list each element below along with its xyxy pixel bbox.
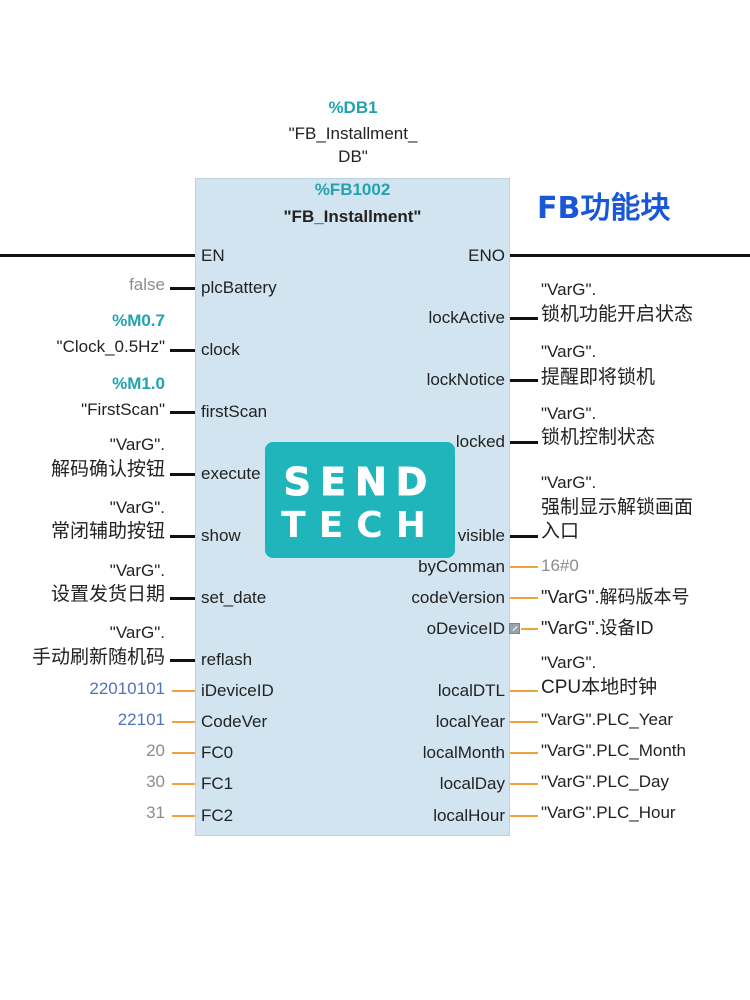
- wire-firstscan: [170, 411, 195, 414]
- operand-lockactive-db[interactable]: "VarG".: [541, 280, 597, 299]
- pin-codever: CodeVer: [201, 712, 268, 731]
- wire-localday: [510, 783, 538, 785]
- pin-localhour: localHour: [433, 806, 505, 825]
- operand-visible-member-line2[interactable]: 入口: [541, 521, 580, 542]
- wire-localhour: [510, 815, 538, 817]
- pin-codeversion: codeVersion: [411, 588, 505, 607]
- pin-localday: localDay: [439, 774, 505, 793]
- wire-localmonth: [510, 752, 538, 754]
- fb-name: "FB_Installment": [283, 207, 422, 226]
- logo-line1: SEND: [283, 460, 437, 505]
- pin-show: show: [201, 526, 241, 545]
- operand-localhour[interactable]: "VarG".PLC_Hour: [541, 803, 676, 822]
- pin-clock: clock: [201, 340, 240, 359]
- operand-lockactive-member[interactable]: 锁机功能开启状态: [541, 304, 694, 325]
- instance-db-address[interactable]: %DB1: [328, 98, 378, 117]
- wire-bycomman: [510, 566, 538, 568]
- operand-reflash-member[interactable]: 手动刷新随机码: [31, 647, 165, 668]
- pin-plcbattery: plcBattery: [201, 278, 277, 297]
- wire-show: [170, 535, 195, 538]
- operand-ideviceid[interactable]: 22010101: [89, 679, 165, 698]
- watermark-logo: SEND TECH: [265, 442, 455, 558]
- operand-odeviceid[interactable]: "VarG".设备ID: [541, 618, 654, 638]
- wire-ideviceid: [172, 690, 195, 692]
- operand-codeversion[interactable]: "VarG".解码版本号: [541, 587, 690, 607]
- operand-localmonth[interactable]: "VarG".PLC_Month: [541, 741, 686, 760]
- fb-address: %FB1002: [314, 180, 391, 199]
- wire-locked: [510, 441, 538, 444]
- operand-show-db[interactable]: "VarG".: [109, 498, 165, 517]
- operand-clock[interactable]: "Clock_0.5Hz": [56, 337, 165, 356]
- pin-locked: locked: [455, 432, 505, 451]
- pin-bycomman: byComman: [418, 557, 505, 576]
- instance-db-name-line1[interactable]: "FB_Installment_: [288, 124, 418, 143]
- operand-execute-db[interactable]: "VarG".: [109, 435, 165, 454]
- logo-line2: TECH: [281, 505, 439, 546]
- pin-lockactive: lockActive: [428, 308, 505, 327]
- pin-ideviceid: iDeviceID: [201, 681, 274, 700]
- pin-localdtl: localDTL: [437, 681, 505, 700]
- operand-set-date-db[interactable]: "VarG".: [109, 561, 165, 580]
- power-rail-right: [510, 254, 750, 257]
- pin-visible: visible: [457, 526, 505, 545]
- wire-set-date: [170, 597, 195, 600]
- operand-localdtl-db[interactable]: "VarG".: [541, 653, 597, 672]
- pin-set-date: set_date: [201, 588, 267, 607]
- pin-execute: execute: [201, 464, 261, 483]
- wire-reflash: [170, 659, 195, 662]
- wire-localyear: [510, 721, 538, 723]
- wire-execute: [170, 473, 195, 476]
- operand-codever[interactable]: 22101: [117, 710, 165, 729]
- wire-locknotice: [510, 379, 538, 382]
- operand-bycomman[interactable]: 16#0: [541, 556, 579, 575]
- wire-codeversion: [510, 597, 538, 599]
- power-rail-left: [0, 254, 195, 257]
- wire-clock: [170, 349, 195, 352]
- address-firstscan: %M1.0: [112, 374, 165, 393]
- operand-localday[interactable]: "VarG".PLC_Day: [541, 772, 669, 791]
- operand-localdtl-member[interactable]: CPU本地时钟: [541, 677, 658, 698]
- operand-firstscan[interactable]: "FirstScan": [81, 400, 165, 419]
- operand-set-date-member[interactable]: 设置发货日期: [50, 584, 165, 605]
- wire-plcbattery: [170, 287, 195, 290]
- operand-locked-db[interactable]: "VarG".: [541, 404, 597, 423]
- instance-db-name-line2[interactable]: DB": [338, 147, 368, 166]
- operand-fc1[interactable]: 30: [146, 772, 165, 791]
- wire-fc2: [172, 815, 195, 817]
- operand-fc2[interactable]: 31: [146, 803, 165, 822]
- caption-title: FB功能块: [537, 191, 671, 226]
- pin-odeviceid: oDeviceID: [426, 619, 505, 638]
- wire-fc1: [172, 783, 195, 785]
- pin-locknotice: lockNotice: [426, 370, 505, 389]
- pin-fc1: FC1: [201, 774, 234, 793]
- operand-locknotice-member[interactable]: 提醒即将锁机: [541, 367, 656, 388]
- address-clock: %M0.7: [112, 311, 165, 330]
- pin-eno: ENO: [468, 246, 505, 265]
- pin-fc0: FC0: [201, 743, 234, 762]
- interface-marker-icon: [509, 623, 520, 634]
- operand-fc0[interactable]: 20: [146, 741, 165, 760]
- operand-locked-member[interactable]: 锁机控制状态: [541, 427, 656, 448]
- wire-visible: [510, 535, 538, 538]
- operand-localyear[interactable]: "VarG".PLC_Year: [541, 710, 674, 729]
- pin-reflash: reflash: [201, 650, 253, 669]
- operand-execute-member[interactable]: 解码确认按钮: [50, 459, 165, 480]
- wire-lockactive: [510, 317, 538, 320]
- operand-locknotice-db[interactable]: "VarG".: [541, 342, 597, 361]
- wire-fc0: [172, 752, 195, 754]
- operand-reflash-db[interactable]: "VarG".: [109, 623, 165, 642]
- pin-localmonth: localMonth: [422, 743, 505, 762]
- wire-odeviceid: [521, 628, 538, 630]
- operand-visible-member-line1[interactable]: 强制显示解锁画面: [541, 497, 694, 518]
- wire-localdtl: [510, 690, 538, 692]
- pin-en: EN: [201, 246, 225, 265]
- operand-show-member[interactable]: 常闭辅助按钮: [50, 521, 165, 542]
- pin-firstscan: firstScan: [201, 402, 268, 421]
- pin-localyear: localYear: [435, 712, 505, 731]
- wire-codever: [172, 721, 195, 723]
- pin-fc2: FC2: [201, 806, 234, 825]
- operand-visible-db[interactable]: "VarG".: [541, 473, 597, 492]
- operand-plcbattery[interactable]: false: [129, 275, 165, 294]
